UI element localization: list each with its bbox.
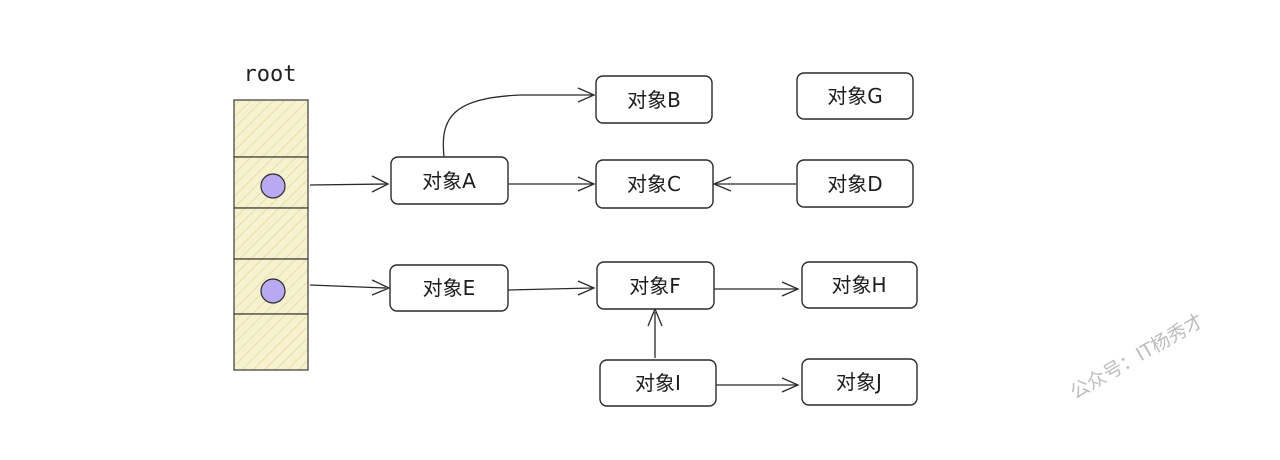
node-i-label: 对象I <box>635 371 681 395</box>
node-d-label: 对象D <box>827 172 882 196</box>
arrowhead-f-to-h <box>781 281 800 297</box>
node-a-label: 对象A <box>422 169 476 193</box>
arrowhead-d-to-c <box>712 176 732 192</box>
node-g-box <box>796 72 914 120</box>
node-i-box <box>599 359 717 407</box>
edges <box>309 87 800 393</box>
node-b-box <box>595 75 713 124</box>
arrowhead-a-to-c <box>577 176 596 192</box>
arrowhead-i-to-j <box>781 377 800 393</box>
arrowhead-root-to-e <box>371 279 391 296</box>
arrowhead-a-to-b <box>577 87 596 103</box>
node-h: 对象H <box>801 261 918 309</box>
edge-root-to-e <box>309 284 387 289</box>
node-f-label: 对象F <box>629 274 681 298</box>
node-h-box <box>801 261 918 309</box>
node-b: 对象B <box>595 75 713 124</box>
arrowhead-e-to-f <box>577 280 596 296</box>
node-f: 对象F <box>596 261 715 310</box>
node-b-label: 对象B <box>627 88 681 112</box>
node-c-box <box>595 159 714 209</box>
node-d-box <box>796 159 914 208</box>
node-d: 对象D <box>796 159 914 208</box>
node-g: 对象G <box>796 72 914 120</box>
root-cell-3 <box>233 207 309 260</box>
node-g-label: 对象G <box>827 84 883 108</box>
node-j-box <box>801 358 918 406</box>
node-j-label: 对象J <box>836 370 882 394</box>
node-a-box <box>390 156 509 205</box>
node-h-label: 对象H <box>831 273 886 297</box>
root-cell-1 <box>233 99 309 158</box>
root-stack <box>233 99 309 371</box>
edge-e-to-f <box>507 287 593 291</box>
node-a: 对象A <box>390 156 509 205</box>
node-e-label: 对象E <box>423 276 476 300</box>
arrowhead-root-to-a <box>371 175 390 193</box>
node-e: 对象E <box>389 264 509 312</box>
watermark: 公众号：IT杨秀才 <box>1066 310 1207 404</box>
root-reference-dot-1 <box>260 173 286 199</box>
root-label: root <box>244 62 297 87</box>
node-c-label: 对象C <box>627 172 681 196</box>
node-c: 对象C <box>595 159 714 209</box>
node-i: 对象I <box>599 359 717 407</box>
root-cell-5 <box>233 313 309 371</box>
edge-a-to-b <box>442 94 592 158</box>
node-e-box <box>389 264 509 312</box>
node-f-box <box>596 261 715 310</box>
root-reference-dot-2 <box>260 278 286 304</box>
edge-root-to-a <box>309 183 387 186</box>
node-j: 对象J <box>801 358 918 406</box>
